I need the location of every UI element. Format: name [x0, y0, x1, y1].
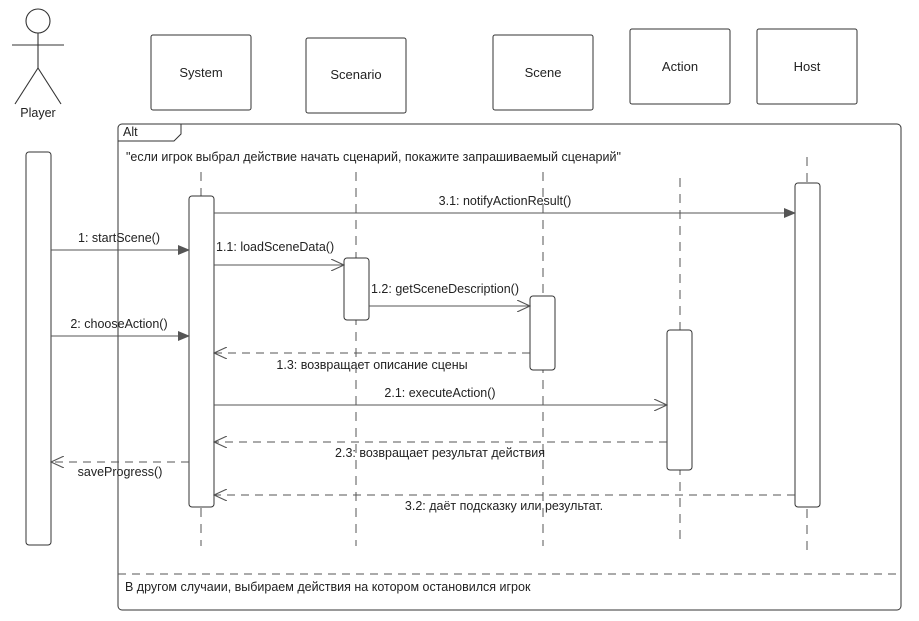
participant-action-box: [629, 28, 731, 105]
participant-system-label: System: [179, 65, 222, 80]
player-activation: [25, 151, 52, 546]
actor-right-leg: [37, 67, 62, 105]
message-1-2-label: 1.2: getSceneDescription(): [371, 282, 519, 296]
participant-scenario-box: [305, 37, 407, 114]
action-activation: [666, 329, 693, 471]
system-activation: [188, 195, 215, 508]
participant-host-label: Host: [794, 59, 821, 74]
alt-guard-else: В другом случаии, выбираем действия на к…: [125, 580, 531, 594]
participant-host-box: [756, 28, 858, 105]
message-2-label: 2: chooseAction(): [70, 317, 167, 331]
alt-frame: [117, 123, 902, 611]
message-1-label: 1: startScene(): [78, 231, 160, 245]
scene-activation: [529, 295, 556, 371]
actor-label: Player: [20, 106, 55, 120]
participant-scene-label: Scene: [525, 65, 562, 80]
message-1-3-label: 1.3: возвращает описание сцены: [276, 358, 467, 372]
actor-left-leg: [14, 67, 39, 105]
host-activation: [794, 182, 821, 508]
actor-head: [25, 8, 51, 34]
participant-action-label: Action: [662, 59, 698, 74]
message-3-1-label: 3.1: notifyActionResult(): [439, 194, 572, 208]
alt-guard-main: "если игрок выбрал действие начать сцена…: [126, 150, 621, 164]
message-2-1-label: 2.1: executeAction(): [384, 386, 495, 400]
scenario-activation: [343, 257, 370, 321]
participant-system-box: [150, 34, 252, 111]
message-2-3-label: 2.3: возвращает результат действия: [335, 446, 545, 460]
participant-scenario-label: Scenario: [330, 67, 381, 82]
message-3-2-label: 3.2: даёт подсказку или результат.: [405, 499, 603, 513]
alt-frame-tab: [118, 124, 182, 142]
message-save-progress-label: saveProgress(): [78, 465, 163, 479]
player-actor: [12, 8, 64, 105]
participant-scene-box: [492, 34, 594, 111]
message-1-1-label: 1.1: loadSceneData(): [216, 240, 334, 254]
alt-operator-label: Alt: [123, 125, 138, 139]
